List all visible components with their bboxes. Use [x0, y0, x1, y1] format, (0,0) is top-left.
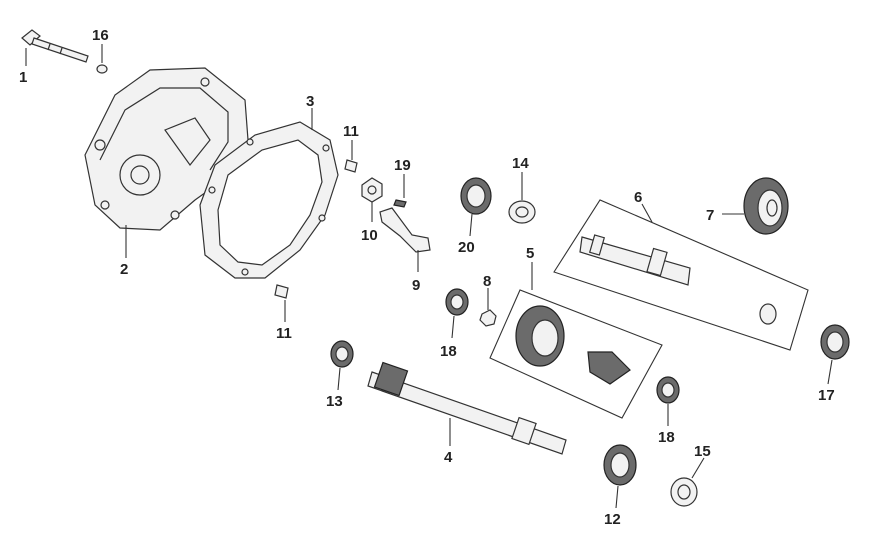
part-14-bearing	[508, 200, 536, 224]
part-8-nut	[479, 309, 497, 327]
part-19-pin	[393, 199, 407, 208]
part-9-lever	[379, 207, 431, 253]
part-4-main-shaft	[367, 361, 567, 455]
part-12-seal	[603, 444, 637, 486]
part-1-bolt	[21, 29, 89, 63]
callout-3: 3	[306, 93, 314, 110]
callout-20: 20	[458, 239, 475, 256]
part-18-bearing-upper	[445, 288, 469, 316]
part-3-gasket	[199, 121, 339, 279]
part-15-washer	[670, 477, 698, 507]
callout-labels: 1 16 2 3 11 11 19 10 9 20 14 6 7 5 8 18 …	[19, 27, 835, 528]
callout-17: 17	[818, 387, 835, 404]
callout-13: 13	[326, 393, 343, 410]
callout-12: 12	[604, 511, 621, 528]
part-20-oil-seal	[460, 177, 492, 215]
callout-19: 19	[394, 157, 411, 174]
part-13-seal	[330, 340, 354, 368]
part-11-dowel-pin-upper	[344, 159, 358, 173]
callout-16: 16	[92, 27, 109, 44]
callout-15: 15	[694, 443, 711, 460]
callout-6: 6	[634, 189, 642, 206]
part-5-assembly-frame	[489, 289, 663, 419]
part-16-washer	[96, 64, 108, 74]
part-17-seal	[820, 324, 850, 360]
callout-4: 4	[444, 449, 453, 466]
callout-18-upper: 18	[440, 343, 457, 360]
part-6-assembly-frame	[553, 199, 809, 351]
callout-11-lower: 11	[276, 325, 292, 342]
callout-11-upper: 11	[343, 123, 359, 140]
callout-10: 10	[361, 227, 378, 244]
part-7-gear	[743, 177, 789, 235]
part-11-dowel-pin-lower	[274, 284, 289, 299]
part-10-nut	[361, 177, 383, 203]
callout-7: 7	[706, 207, 714, 224]
callout-8: 8	[483, 273, 491, 290]
callout-5: 5	[526, 245, 534, 262]
leader-lines	[25, 44, 833, 509]
part-18-bearing-lower	[656, 376, 680, 404]
callout-1: 1	[19, 69, 27, 86]
callout-2: 2	[120, 261, 128, 278]
callout-18-lower: 18	[658, 429, 675, 446]
callout-14: 14	[512, 155, 529, 172]
callout-9: 9	[412, 277, 420, 294]
